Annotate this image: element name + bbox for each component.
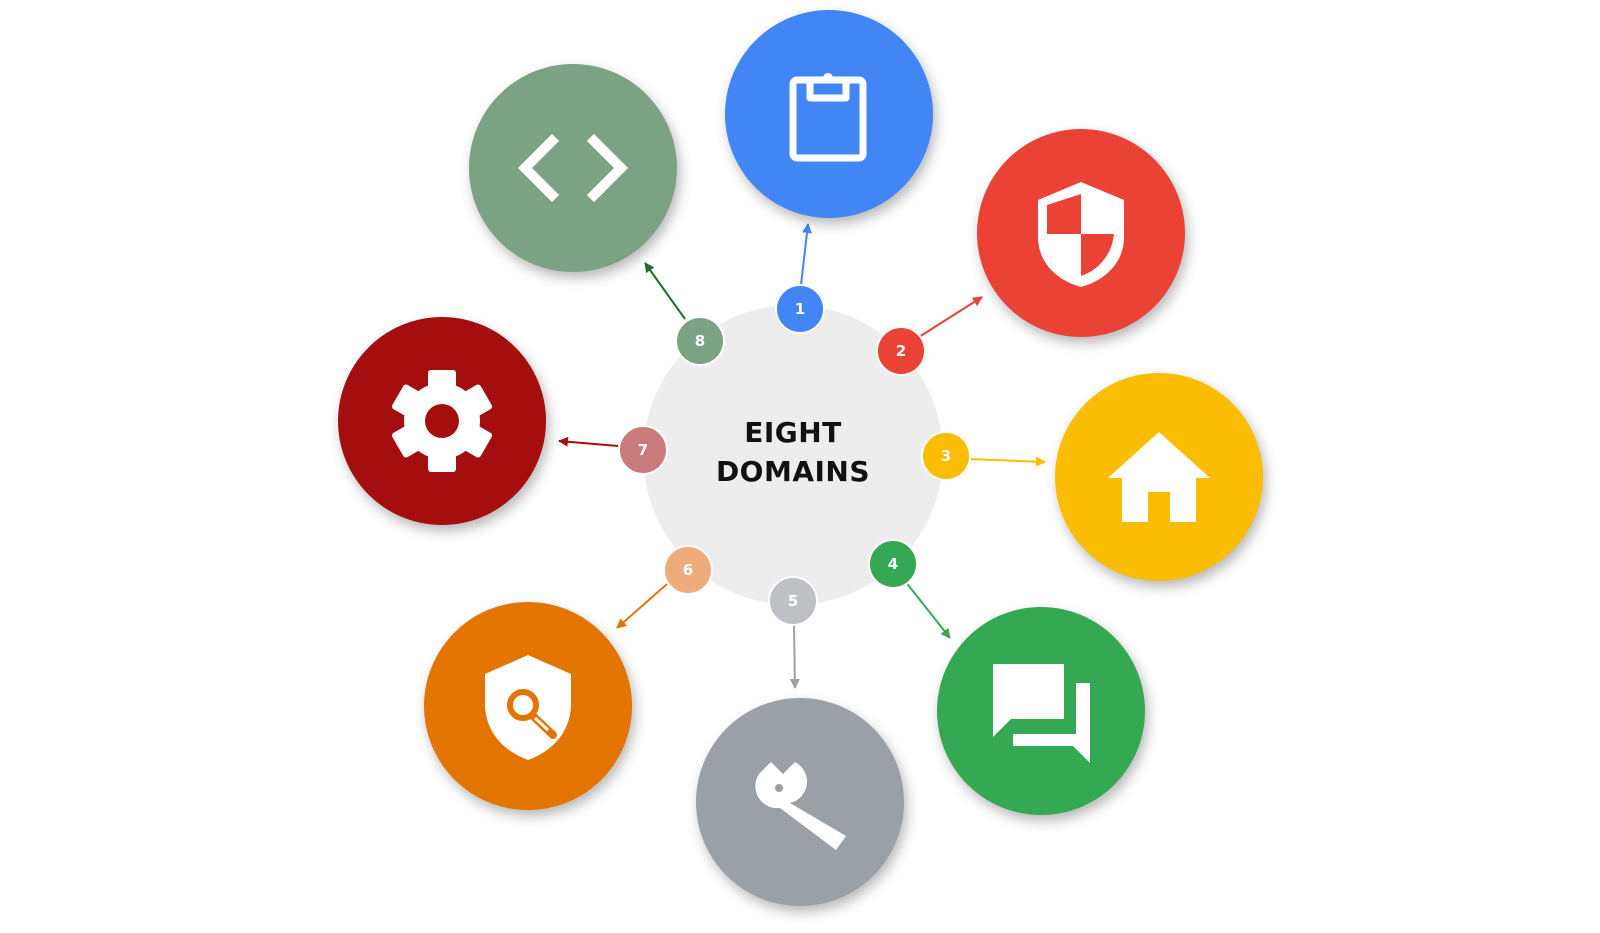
badge-3: 3	[921, 431, 971, 481]
chat-bubbles-icon	[993, 664, 1090, 763]
badge-4-number: 4	[888, 555, 898, 573]
badge-5-number: 5	[788, 592, 798, 610]
clipboard-icon	[789, 73, 867, 162]
center-title-line1: EIGHT	[744, 416, 842, 449]
domain-5	[696, 698, 904, 906]
code-brackets-icon	[517, 133, 629, 203]
arrow-5	[789, 624, 800, 689]
badge-7-number: 7	[638, 441, 648, 459]
badge-1-number: 1	[795, 300, 805, 318]
gear-icon	[391, 370, 493, 472]
arrow-6	[616, 583, 668, 629]
arrow-1	[800, 223, 812, 286]
shield-search-icon	[485, 655, 571, 760]
domain-1	[725, 10, 933, 218]
badge-8-number: 8	[695, 332, 705, 350]
badge-3-number: 3	[941, 447, 951, 465]
home-icon	[1108, 432, 1210, 522]
domain-5-circle	[696, 698, 904, 906]
center-title-line2: DOMAINS	[716, 455, 870, 488]
domain-4	[937, 607, 1145, 815]
domain-2	[977, 129, 1185, 337]
badge-1: 1	[775, 284, 825, 334]
domain-6	[424, 602, 632, 810]
arrow-2	[918, 296, 983, 338]
arrow-3	[967, 456, 1046, 467]
arrow-8	[644, 262, 686, 320]
badge-6: 6	[663, 545, 713, 595]
center-hub	[643, 305, 943, 605]
domain-1-circle	[725, 10, 933, 218]
domain-7	[338, 317, 546, 525]
badge-5: 5	[768, 576, 818, 626]
arrow-7	[558, 436, 619, 447]
wrench-icon	[755, 762, 846, 850]
badge-7: 7	[618, 425, 668, 475]
shield-icon	[1038, 182, 1124, 287]
arrow-4	[904, 580, 951, 639]
badge-8: 8	[675, 316, 725, 366]
domain-8	[469, 64, 677, 272]
badge-4: 4	[868, 539, 918, 589]
badge-2-number: 2	[896, 342, 906, 360]
badge-2: 2	[876, 326, 926, 376]
badge-6-number: 6	[683, 561, 693, 579]
domain-3	[1055, 373, 1263, 581]
domain-8-circle	[469, 64, 677, 272]
